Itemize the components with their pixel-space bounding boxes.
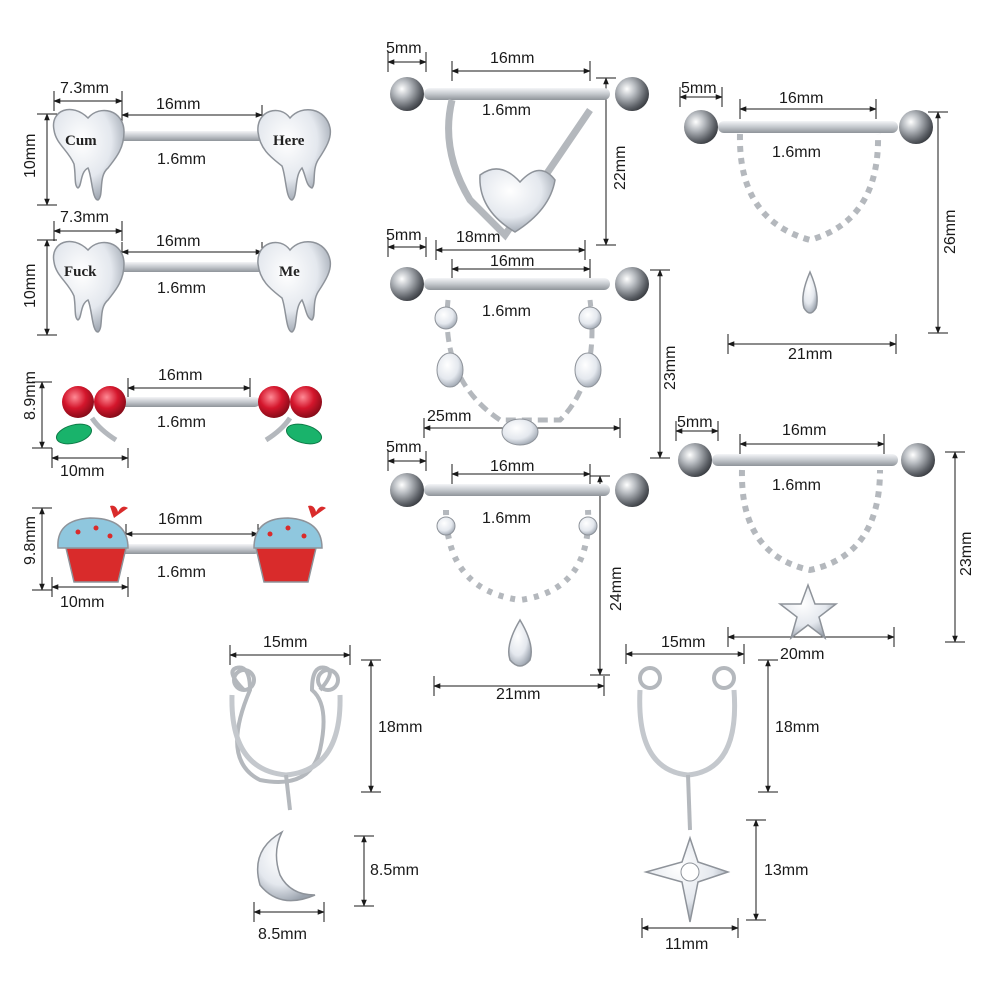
dim-label: 1.6mm: [772, 477, 821, 494]
dim-label: 8.5mm: [370, 862, 419, 879]
dim-label: 1.6mm: [157, 564, 206, 581]
dim-label: 15mm: [263, 634, 308, 651]
dim-label: 16mm: [158, 511, 203, 528]
heart-barbell-icon: Fuck Me: [52, 240, 332, 333]
dim-label: 20mm: [780, 646, 825, 663]
dim-label: 5mm: [386, 227, 422, 244]
dim-label: 24mm: [608, 566, 625, 611]
dim-label: 22mm: [612, 145, 629, 190]
heart-word-fuck: Fuck: [64, 264, 97, 280]
dim-label: 1.6mm: [157, 280, 206, 297]
dim-label: 10mm: [22, 133, 39, 178]
chain-shield-icon: [390, 77, 649, 241]
chain-shield-icon: [390, 473, 649, 667]
moon-charm-icon: [256, 830, 316, 902]
dim-label: 16mm: [156, 96, 201, 113]
dim-label: 7.3mm: [60, 209, 109, 226]
dim-label: 23mm: [662, 345, 679, 390]
dim-label: 7.3mm: [60, 80, 109, 97]
heart-word-me: Me: [279, 264, 300, 280]
dim-label: 1.6mm: [157, 151, 206, 168]
dim-label: 5mm: [386, 439, 422, 456]
dim-label: 10mm: [60, 463, 105, 480]
heart-word-cum: Cum: [65, 133, 97, 149]
dim-label: 5mm: [681, 80, 717, 97]
dim-label: 16mm: [158, 367, 203, 384]
dim-label: 16mm: [490, 253, 535, 270]
dim-label: 9.8mm: [22, 516, 39, 565]
star-charm-icon: [643, 835, 731, 923]
dim-label: 18mm: [378, 719, 423, 736]
dim-label: 21mm: [788, 346, 833, 363]
dim-label: 1.6mm: [482, 510, 531, 527]
dim-label: 1.6mm: [772, 144, 821, 161]
heart-barbell-icon: Cum Here: [52, 108, 332, 201]
dim-label: 16mm: [782, 422, 827, 439]
dim-label: 16mm: [490, 458, 535, 475]
heart-word-here: Here: [273, 133, 305, 149]
dim-label: 10mm: [60, 594, 105, 611]
dim-label: 8.9mm: [22, 371, 39, 420]
dim-label: 23mm: [958, 531, 975, 576]
dim-label: 13mm: [764, 862, 809, 879]
chain-shield-icon: [390, 267, 649, 446]
dim-label: 16mm: [156, 233, 201, 250]
dim-label: 26mm: [942, 209, 959, 254]
dimension-lines: [32, 52, 965, 938]
dim-label: 5mm: [386, 40, 422, 57]
horseshoe-clip-icon: [229, 665, 343, 811]
dim-label: 5mm: [677, 414, 713, 431]
cupcake-barbell-icon: [57, 505, 326, 583]
dim-label: 10mm: [22, 263, 39, 308]
horseshoe-clip-icon: [637, 666, 738, 831]
dim-label: 15mm: [661, 634, 706, 651]
dim-label: 11mm: [665, 936, 709, 953]
dim-label: 1.6mm: [482, 102, 531, 119]
dim-label: 16mm: [779, 90, 824, 107]
dim-label: 1.6mm: [482, 303, 531, 320]
dim-label: 18mm: [456, 229, 501, 246]
dim-label: 16mm: [490, 50, 535, 67]
cherry-barbell-icon: [55, 386, 323, 445]
dim-label: 1.6mm: [157, 414, 206, 431]
dim-label: 21mm: [496, 686, 541, 703]
dim-label: 25mm: [427, 408, 472, 425]
dim-label: 18mm: [775, 719, 820, 736]
dim-label: 8.5mm: [258, 926, 307, 943]
chain-shield-icon: [678, 443, 935, 640]
chain-shield-icon: [684, 110, 933, 314]
